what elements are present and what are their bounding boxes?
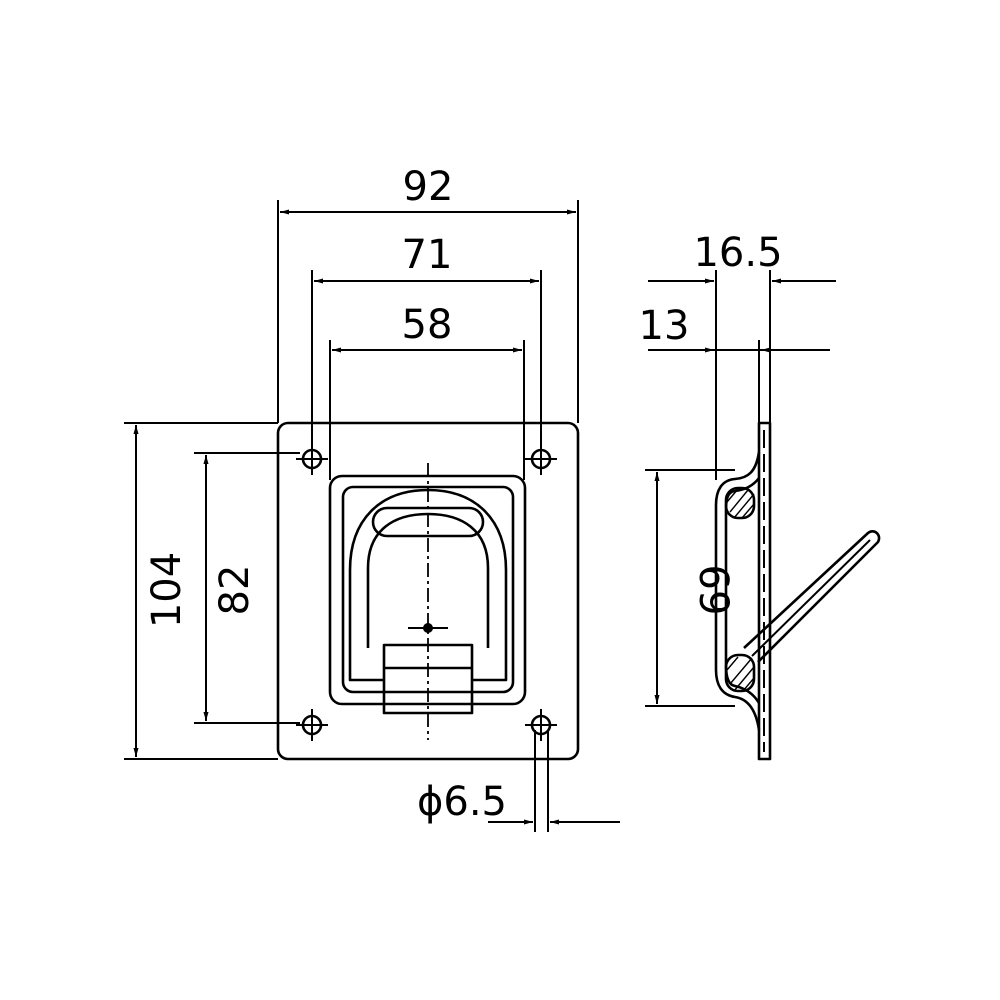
dimension-104-label: 104 xyxy=(144,552,190,628)
center-point xyxy=(423,623,433,633)
side-recess-profile xyxy=(714,451,761,731)
base-plate-outline xyxy=(276,421,580,761)
front-view: 92 71 58 104 82 xyxy=(124,164,620,832)
dimension-13-label: 13 xyxy=(639,303,690,349)
ring-handle-raised xyxy=(743,530,881,663)
side-plate-profile xyxy=(757,421,772,761)
ring-loop-outer xyxy=(348,570,508,682)
dimension-104: 104 xyxy=(124,422,278,760)
dimension-82: 82 xyxy=(194,452,300,724)
dimension-71-label: 71 xyxy=(402,232,453,278)
dimension-92: 92 xyxy=(277,164,579,423)
dimension-58: 58 xyxy=(329,302,525,480)
dimension-hole-diameter-label: ϕ6.5 xyxy=(417,779,507,825)
dimension-92-label: 92 xyxy=(403,164,454,210)
dimension-13: 13 xyxy=(639,303,830,423)
side-recess-inner xyxy=(724,477,761,704)
ring-section-top xyxy=(724,486,756,520)
dimension-16-5: 16.5 xyxy=(648,230,836,480)
mounting-hole-bottom-left xyxy=(296,709,328,741)
mounting-hole-top-right xyxy=(525,443,557,475)
dimension-16-5-label: 16.5 xyxy=(693,230,782,276)
mounting-hole-bottom-right xyxy=(525,709,557,741)
side-view: 16.5 13 69 xyxy=(639,230,881,761)
dimension-hole-diameter: ϕ6.5 xyxy=(417,730,620,832)
dimension-69-label: 69 xyxy=(690,565,736,616)
dimension-58-label: 58 xyxy=(402,302,453,348)
dimension-71: 71 xyxy=(311,232,542,445)
dimension-69: 69 xyxy=(645,469,736,707)
dimension-82-label: 82 xyxy=(212,565,258,616)
mounting-hole-top-left xyxy=(296,443,328,475)
ring-section-bottom xyxy=(724,653,756,693)
